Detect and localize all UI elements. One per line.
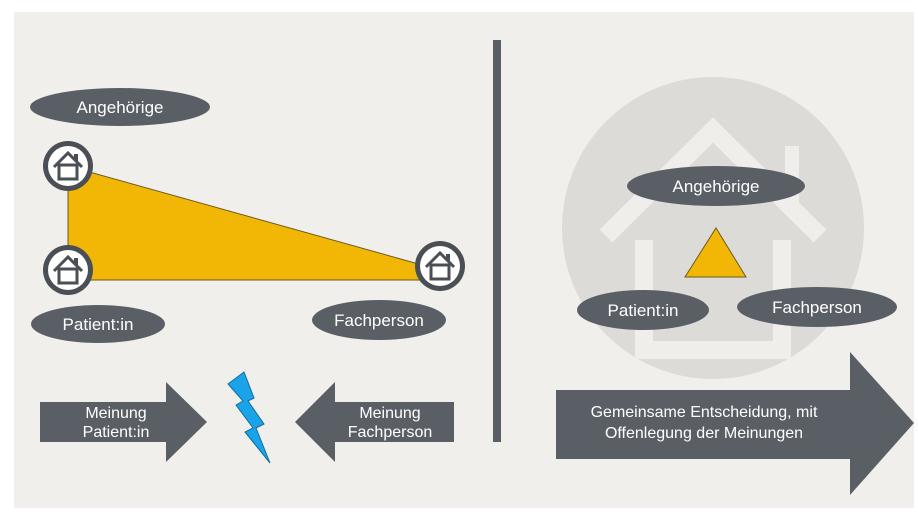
arrow-fachperson-line1: Meinung (359, 405, 420, 422)
right-panel: Angehörige Patient:in Fachperson Gemeins… (556, 77, 914, 495)
arrow-decision-line1: Gemeinsame Entscheidung, mit (591, 404, 818, 421)
patient-label-right: Patient:in (608, 301, 679, 320)
angehoerige-pill-left: Angehörige (30, 88, 210, 126)
fachperson-pill-right: Fachperson (737, 287, 897, 327)
arrow-patient-line2: Patient:in (83, 424, 150, 441)
lightning-icon (227, 371, 271, 464)
panel-divider (493, 40, 501, 442)
patient-pill-right: Patient:in (577, 290, 709, 330)
angehoerige-pill-right: Angehörige (627, 166, 805, 206)
arrow-patient-line1: Meinung (85, 405, 146, 422)
patient-label-left: Patient:in (63, 315, 134, 334)
house-icon (415, 241, 465, 291)
fachperson-pill-left: Fachperson (312, 300, 446, 340)
arrow-fachperson-line2: Fachperson (348, 424, 433, 441)
balanced-triangle (684, 227, 747, 278)
arrow-opinion-patient: Meinung Patient:in (40, 382, 207, 462)
patient-pill-left: Patient:in (31, 305, 165, 343)
house-icon (43, 245, 93, 295)
arrow-shared-decision: Gemeinsame Entscheidung, mit Offenlegung… (556, 352, 914, 495)
angehoerige-label-right: Angehörige (673, 177, 760, 196)
arrow-opinion-fachperson: Meinung Fachperson (295, 382, 454, 462)
fachperson-label-right: Fachperson (772, 298, 862, 317)
angehoerige-label-left: Angehörige (77, 98, 164, 117)
arrow-decision-line2: Offenlegung der Meinungen (605, 425, 803, 442)
fachperson-label-left: Fachperson (334, 311, 424, 330)
house-icon (43, 141, 93, 191)
left-panel: Angehörige Patient: (30, 88, 465, 464)
